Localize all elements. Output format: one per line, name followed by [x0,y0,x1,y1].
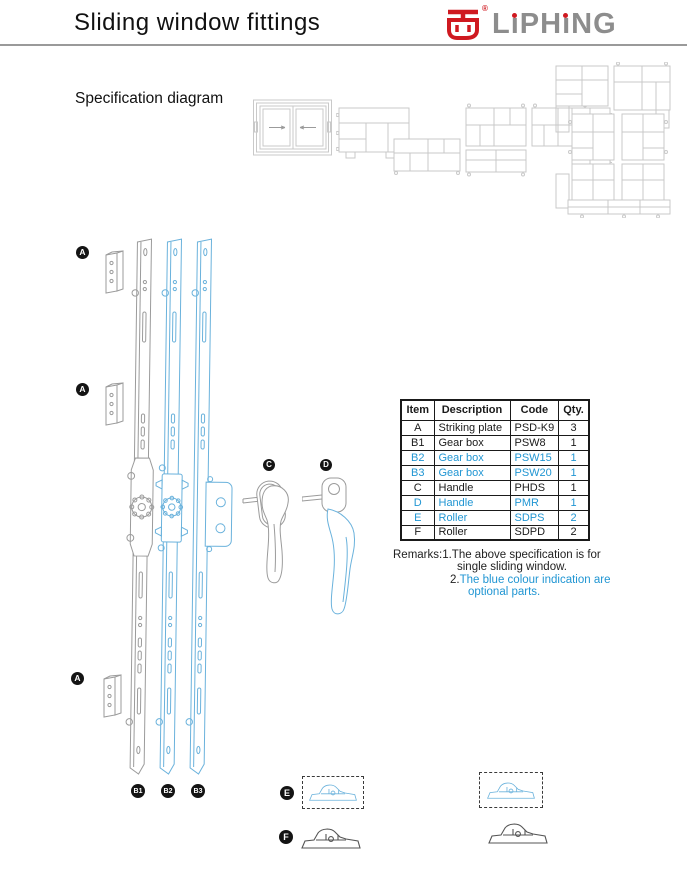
remarks-label: Remarks: [393,549,443,561]
cell-item: A [400,419,435,436]
label-a-1: A [76,246,89,259]
cell-code: PSW15 [509,449,560,466]
roller-e-dashed-box-1 [302,776,364,809]
remark-line-2: single sliding window. [457,561,567,573]
cell-qty: 1 [558,479,590,496]
cell-description: Striking plate [433,419,511,436]
table-row-optional: B2 Gear box PSW15 1 [400,449,590,466]
cell-code: PSW20 [509,464,560,481]
col-header-code: Code [509,399,560,421]
gearbox-bar-b2 [154,238,189,775]
col-header-description: Description [433,399,511,421]
striking-plate-drawing-3 [103,674,122,718]
cell-qty: 2 [558,509,590,526]
table-row-optional: D Handle PMR 1 [400,494,590,511]
cell-description: Gear box [433,464,511,481]
label-a-2: A [76,383,89,396]
cell-qty: 1 [558,434,590,451]
cell-code: PSD-K9 [509,419,560,436]
cell-description: Roller [433,509,511,526]
label-b1: B1 [131,784,145,798]
remark-2-text: The blue colour indication are [459,574,611,586]
label-b3: B3 [191,784,205,798]
roller-e-dashed-box-2 [479,772,543,808]
table-row: F Roller SDPD 2 [400,524,590,541]
cell-code: PSW8 [509,434,560,451]
remark-line-4: optional parts. [468,586,541,598]
profile-sections-vertical [555,62,671,218]
cell-description: Handle [433,494,511,511]
col-header-item: Item [400,399,435,421]
label-d: D [320,459,332,471]
table-row: C Handle PHDS 1 [400,479,590,496]
label-c: C [263,459,275,471]
label-b2: B2 [161,784,175,798]
col-header-qty: Qty. [558,399,590,421]
cell-qty: 1 [558,494,590,511]
cell-item: B1 [400,434,435,451]
parts-table: Item Description Code Qty. A Striking pl… [400,399,590,541]
cell-qty: 3 [558,419,590,436]
cell-description: Gear box [433,434,511,451]
header-divider [0,44,687,46]
table-row-optional: B3 Gear box PSW20 1 [400,464,590,481]
label-e: E [280,786,294,800]
cell-code: PHDS [509,479,560,496]
roller-e-drawing-1 [309,784,357,801]
table-row: B1 Gear box PSW8 1 [400,434,590,451]
remark-2-number: 2. [450,574,460,586]
cell-code: SDPS [509,509,560,526]
gearbox-bars-drawing [125,238,233,775]
cell-description: Gear box [433,449,511,466]
section-title: Specification diagram [75,90,224,107]
remark-1-number: 1. [442,549,452,561]
cell-description: Handle [433,479,511,496]
table-row-optional: E Roller SDPS 2 [400,509,590,526]
cell-item: B3 [400,464,435,481]
cell-item: B2 [400,449,435,466]
brand-text: LıPHıNG [492,8,617,40]
striking-plate-drawing-2 [105,382,124,426]
remark-line-3: 2.The blue colour indication are [393,574,633,586]
cell-qty: 1 [558,464,590,481]
brand-logo-icon [447,9,479,40]
label-a-3: A [71,672,84,685]
remark-line-1: Remarks:1.The above specification is for [393,549,633,561]
cell-qty: 2 [558,524,590,541]
label-f: F [279,830,293,844]
gearbox-bar-b3 [185,238,233,775]
roller-e-drawing-2 [487,782,535,799]
remark-1-text: The above specification is for [451,549,601,561]
registered-mark: ® [482,4,488,13]
cell-item: F [400,524,435,541]
table-row: A Striking plate PSD-K9 3 [400,419,590,436]
sliding-window-diagram [253,99,332,156]
gearbox-bar-b1 [125,238,155,775]
cell-item: D [400,494,435,511]
handle-d-drawing [302,477,355,615]
remarks: Remarks:1.The above specification is for… [393,549,633,598]
roller-f-drawing-2 [488,823,548,844]
cell-qty: 1 [558,449,590,466]
roller-f-drawing-1 [301,828,361,849]
cell-item: C [400,479,435,496]
cell-description: Roller [433,524,511,541]
striking-plate-drawing-1 [105,250,124,294]
brand-logo: ® LıPHıNG [444,4,644,44]
cell-code: SDPD [509,524,560,541]
handle-c-drawing [242,480,289,584]
table-header-row: Item Description Code Qty. [400,399,590,421]
cell-code: PMR [509,494,560,511]
cell-item: E [400,509,435,526]
page-title: Sliding window fittings [74,9,321,36]
